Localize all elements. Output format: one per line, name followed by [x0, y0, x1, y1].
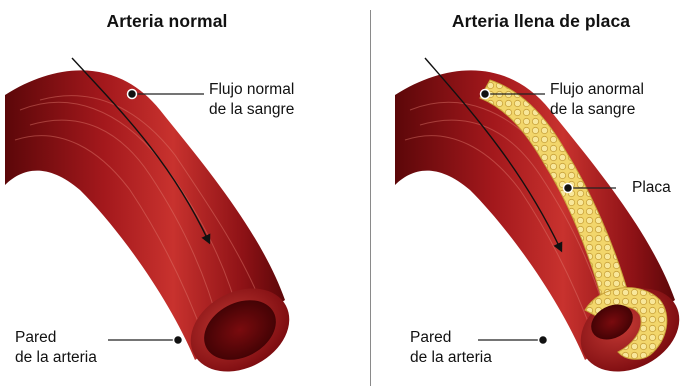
plaque-artery-title: Arteria llena de placa	[366, 11, 700, 32]
normal-flow-label: Flujo normal de la sangre	[209, 80, 294, 120]
normal-wall-label: Pared de la arteria	[15, 328, 97, 368]
plaque-wall-label-line2: de la arteria	[410, 348, 492, 368]
plaque-flow-label-line2: de la sangre	[550, 100, 644, 120]
normal-flow-label-line2: de la sangre	[209, 100, 294, 120]
plaque-wall-label-line1: Pared	[410, 328, 492, 348]
normal-wall-label-line1: Pared	[15, 328, 97, 348]
normal-flow-label-line1: Flujo normal	[209, 80, 294, 100]
plaque-wall-label: Pared de la arteria	[410, 328, 492, 368]
plaque-flow-label: Flujo anormal de la sangre	[550, 80, 644, 120]
normal-wall-label-line2: de la arteria	[15, 348, 97, 368]
plaque-flow-label-line1: Flujo anormal	[550, 80, 644, 100]
normal-artery-title: Arteria normal	[0, 11, 342, 32]
plaque-label: Placa	[632, 178, 671, 198]
